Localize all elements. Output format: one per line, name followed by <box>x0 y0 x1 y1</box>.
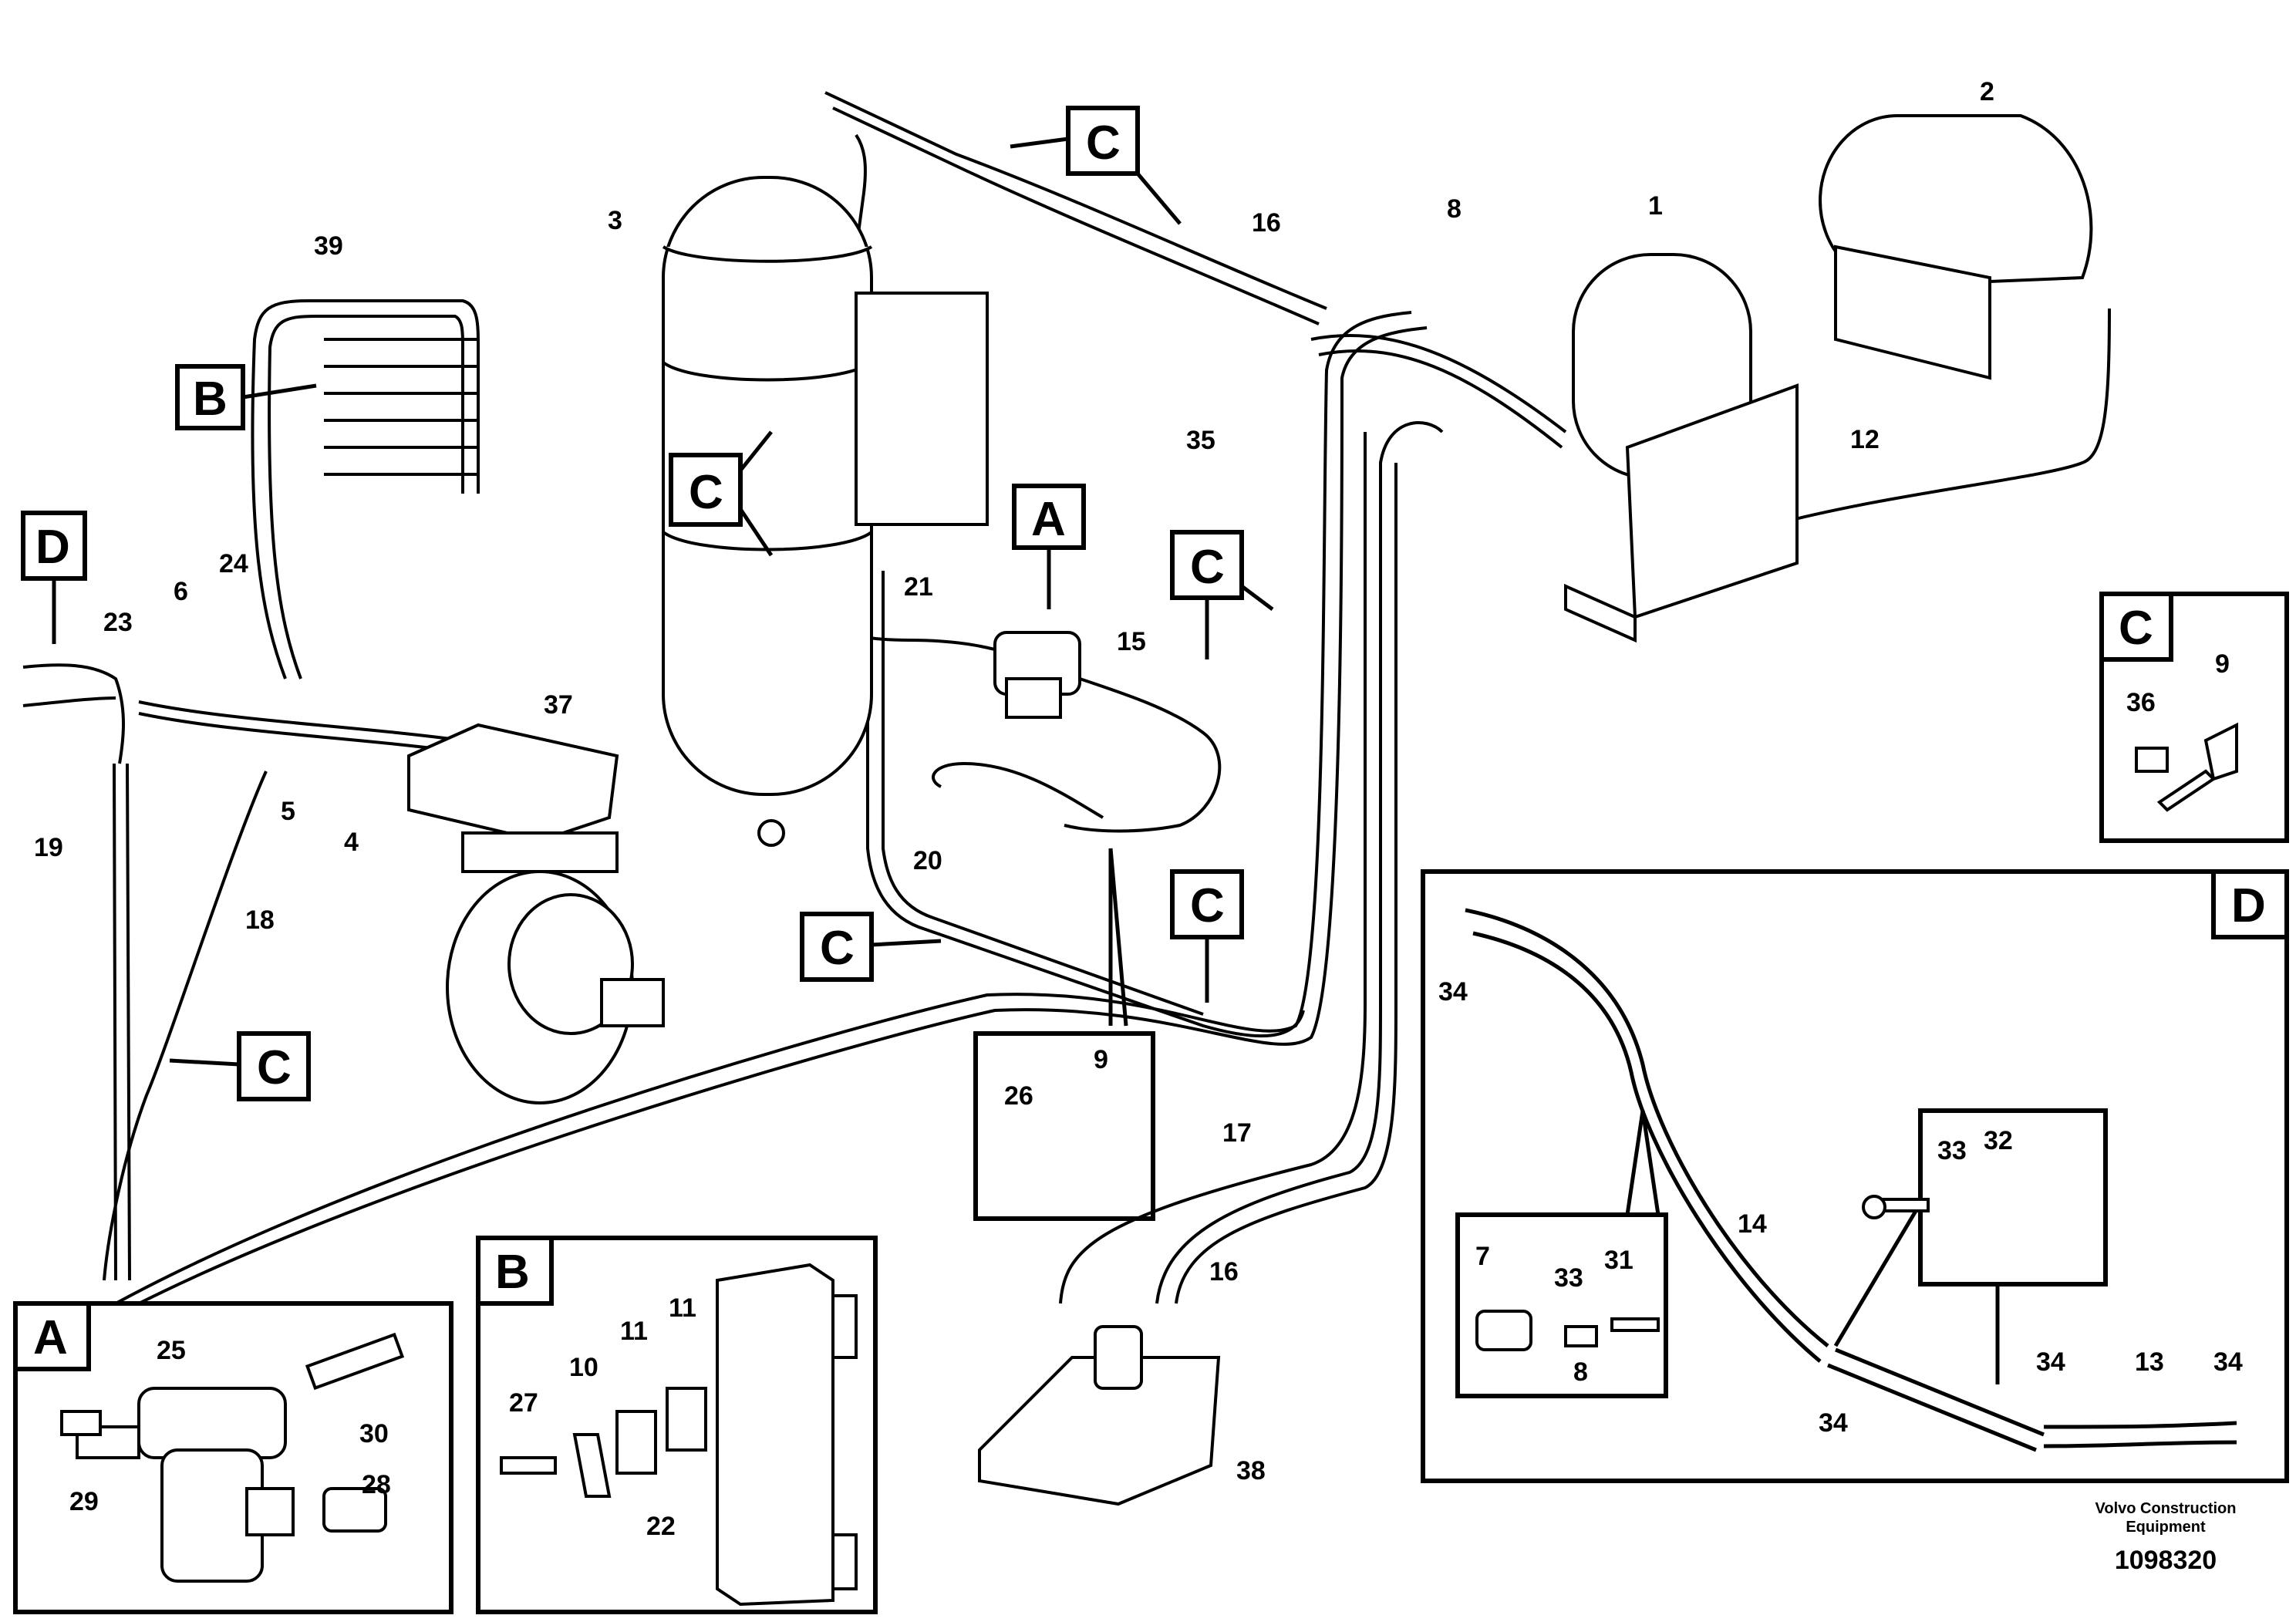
label-37: 37 <box>544 690 573 720</box>
callout-boxes <box>21 106 1244 1101</box>
label-34a: 34 <box>1438 977 1468 1007</box>
detail-d-clamp-7 <box>1475 1195 1930 1351</box>
pipes <box>22 91 2111 1305</box>
footer-company-line1: Volvo Construction <box>2095 1500 2237 1517</box>
label-6: 6 <box>174 577 188 606</box>
detail-b-title: B <box>495 1246 530 1299</box>
label-7: 7 <box>1475 1242 1490 1271</box>
label-16a: 16 <box>1252 208 1281 238</box>
label-35: 35 <box>1186 426 1215 455</box>
part-number-labels: 1 2 3 4 5 6 7 8 8 9 9 10 11 11 12 13 14 … <box>34 77 2243 1541</box>
label-38: 38 <box>1236 1456 1266 1485</box>
pointer-lines <box>52 137 1274 1067</box>
callout-letters: A B D C C C C C C <box>35 116 1225 1094</box>
detail-c-clip <box>2135 722 2238 812</box>
label-8b: 8 <box>1573 1357 1588 1387</box>
label-32: 32 <box>1984 1126 2013 1155</box>
label-10: 10 <box>569 1353 598 1382</box>
label-4: 4 <box>344 828 359 857</box>
detail-a-valve <box>60 1332 405 1583</box>
label-1: 1 <box>1648 191 1663 221</box>
label-9b: 9 <box>2215 649 2230 679</box>
label-3: 3 <box>608 206 622 235</box>
detail-box-frames <box>13 592 2289 1614</box>
callout-c-3: C <box>1190 541 1225 594</box>
footer-company-line2: Equipment <box>2126 1519 2206 1536</box>
label-15: 15 <box>1117 627 1146 656</box>
label-23: 23 <box>103 608 133 637</box>
drawing-number: 1098320 <box>2115 1546 2217 1575</box>
detail-b-bracket <box>500 1263 858 1607</box>
label-28: 28 <box>362 1470 391 1499</box>
label-39: 39 <box>314 231 343 261</box>
callout-c-1: C <box>1086 116 1121 170</box>
air-tank-2 <box>1819 114 2093 380</box>
detail-d-title: D <box>2231 879 2266 932</box>
label-29: 29 <box>69 1487 99 1516</box>
label-16b: 16 <box>1209 1257 1239 1286</box>
callout-b: B <box>193 373 228 426</box>
footer: Volvo Construction Equipment 1098320 <box>2095 1500 2237 1575</box>
label-19: 19 <box>34 833 63 862</box>
callout-d: D <box>35 521 70 574</box>
label-12: 12 <box>1850 425 1880 454</box>
detail-d-pointers <box>1625 1110 2000 1384</box>
label-34b: 34 <box>1819 1408 1848 1438</box>
label-31: 31 <box>1604 1246 1633 1275</box>
label-22: 22 <box>646 1512 676 1541</box>
label-26: 26 <box>1004 1081 1033 1111</box>
detail-d-hoses <box>1465 908 2237 1452</box>
air-tank-3 <box>662 176 989 847</box>
label-11b: 11 <box>669 1293 696 1323</box>
label-11a: 11 <box>620 1317 648 1346</box>
label-8a: 8 <box>1447 194 1462 224</box>
label-27: 27 <box>509 1388 538 1418</box>
label-34c: 34 <box>2036 1347 2065 1377</box>
label-25: 25 <box>157 1336 186 1365</box>
label-17: 17 <box>1222 1118 1252 1148</box>
label-20: 20 <box>913 846 942 875</box>
label-13: 13 <box>2135 1347 2164 1377</box>
valve-block-38 <box>978 1325 1221 1506</box>
label-24: 24 <box>219 549 248 578</box>
label-36: 36 <box>2126 688 2156 717</box>
detail-c-title: C <box>2119 602 2153 655</box>
callout-a: A <box>1031 493 1066 546</box>
label-33a: 33 <box>1937 1136 1967 1165</box>
valve-a <box>993 631 1081 719</box>
detail-letters: A B C D <box>33 602 2266 1364</box>
label-21: 21 <box>904 572 933 602</box>
label-30: 30 <box>359 1419 389 1448</box>
callout-c-5: C <box>1190 879 1225 932</box>
callout-c-2: C <box>689 466 723 519</box>
label-33b: 33 <box>1554 1263 1583 1293</box>
detail-a-title: A <box>33 1311 68 1364</box>
label-34d: 34 <box>2213 1347 2243 1377</box>
label-14: 14 <box>1738 1209 1767 1239</box>
label-2: 2 <box>1980 77 1994 106</box>
label-9a: 9 <box>1094 1045 1108 1074</box>
callout-c-6: C <box>257 1041 292 1094</box>
air-dryer-1 <box>1564 253 1799 643</box>
callout-c-4: C <box>820 922 855 975</box>
label-18: 18 <box>245 905 275 935</box>
label-5: 5 <box>281 797 295 826</box>
compressor-37 <box>407 723 665 1104</box>
